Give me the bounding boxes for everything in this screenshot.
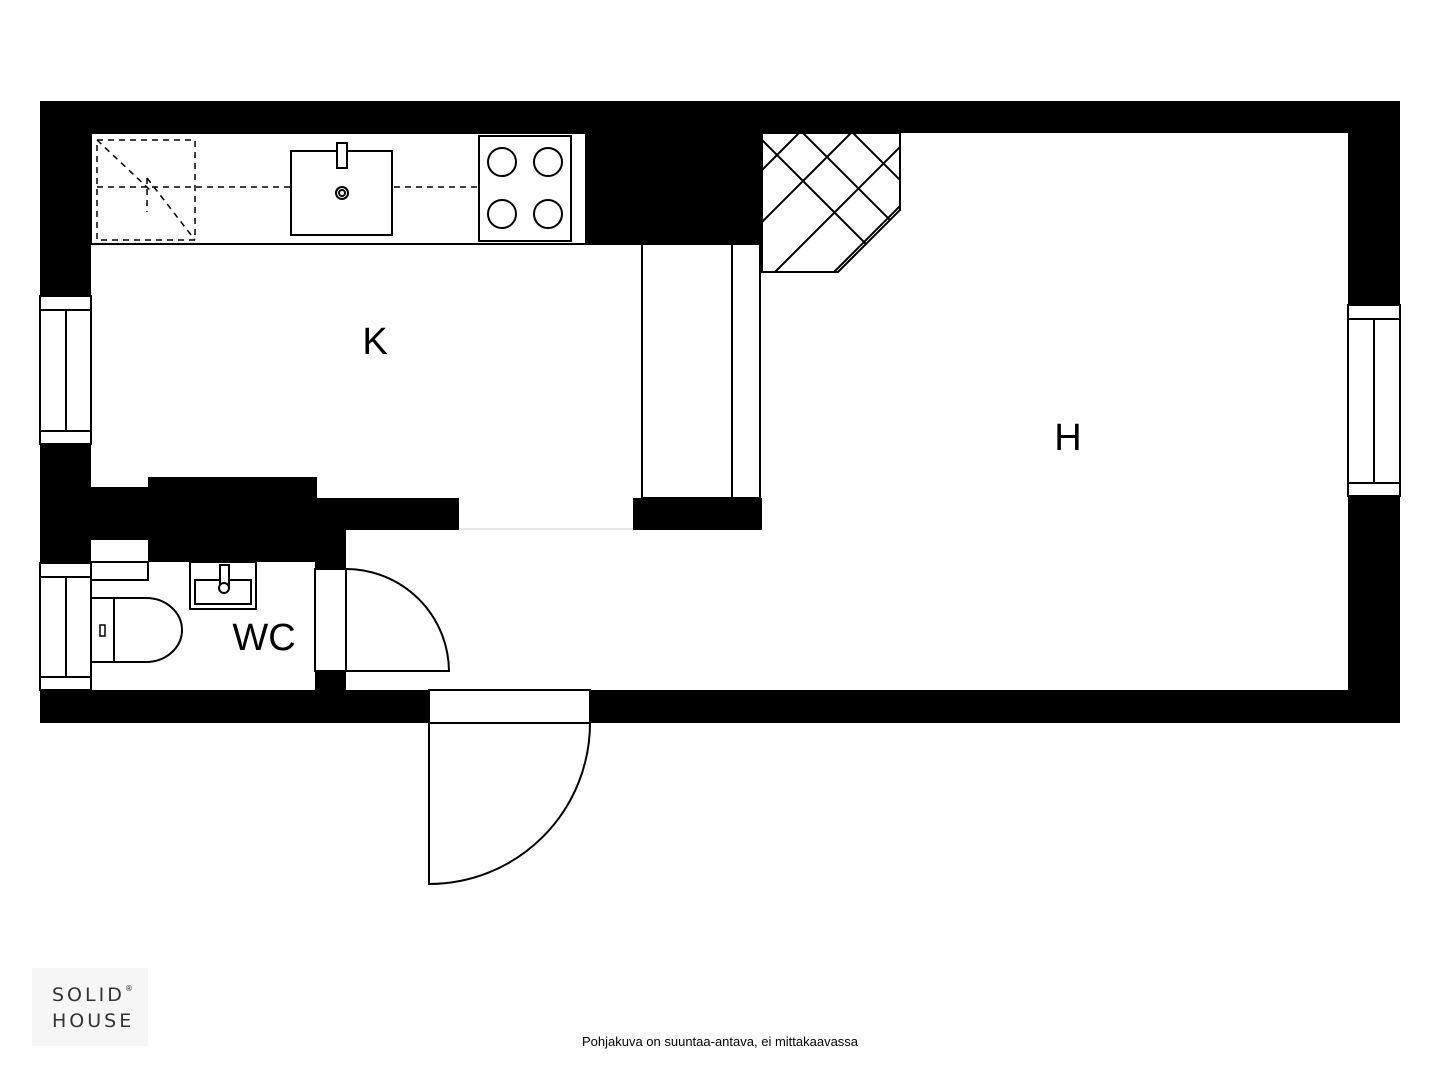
- room-label-living: H: [1054, 417, 1081, 459]
- entrance-door: [428, 689, 592, 886]
- interior-walls: [40, 101, 762, 723]
- toilet-icon: [90, 597, 183, 663]
- kitchen-sink-icon: [290, 142, 393, 236]
- window-living: [1347, 304, 1401, 497]
- wardrobe: [641, 243, 761, 499]
- room-label-kitchen: K: [362, 321, 387, 363]
- room-label-wc: WC: [232, 617, 295, 659]
- wc-sink-icon: [189, 561, 257, 610]
- logo-line-house: HOUSE: [52, 1010, 135, 1032]
- logo-line-solid: SOLID®: [52, 984, 133, 1006]
- window-kitchen: [39, 295, 92, 445]
- wc-door: [314, 567, 451, 672]
- fireplace-icon: [761, 132, 901, 273]
- logo-text-solid: SOLID: [52, 984, 125, 1006]
- brand-logo: SOLID® HOUSE: [32, 968, 148, 1046]
- logo-registered-mark: ®: [124, 984, 133, 993]
- dishwasher-icon: [96, 139, 478, 241]
- window-wc: [39, 562, 92, 691]
- disclaimer-text: Pohjakuva on suuntaa-antava, ei mittakaa…: [581, 1034, 859, 1049]
- stove-icon: [478, 135, 572, 242]
